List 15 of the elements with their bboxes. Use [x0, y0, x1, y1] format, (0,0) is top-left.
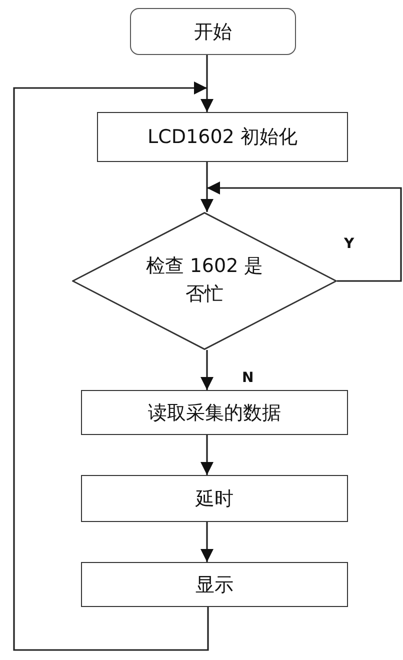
process-box: 显示	[81, 562, 348, 607]
arrow	[200, 55, 214, 112]
arrow	[200, 522, 214, 562]
arrow	[200, 350, 214, 390]
arrow	[207, 182, 402, 282]
decision-diamond: 检查 1602 是否忙	[72, 212, 337, 350]
arrow	[200, 435, 214, 475]
process-box: LCD1602 初始化	[97, 112, 348, 162]
start-box: 开始	[130, 8, 296, 55]
arrow	[13, 82, 209, 651]
process-box: 延时	[81, 475, 348, 522]
process-box: 读取采集的数据	[81, 390, 348, 435]
arrow	[200, 162, 214, 212]
edge-label: N	[242, 370, 254, 386]
edge-label: Y	[344, 236, 354, 252]
